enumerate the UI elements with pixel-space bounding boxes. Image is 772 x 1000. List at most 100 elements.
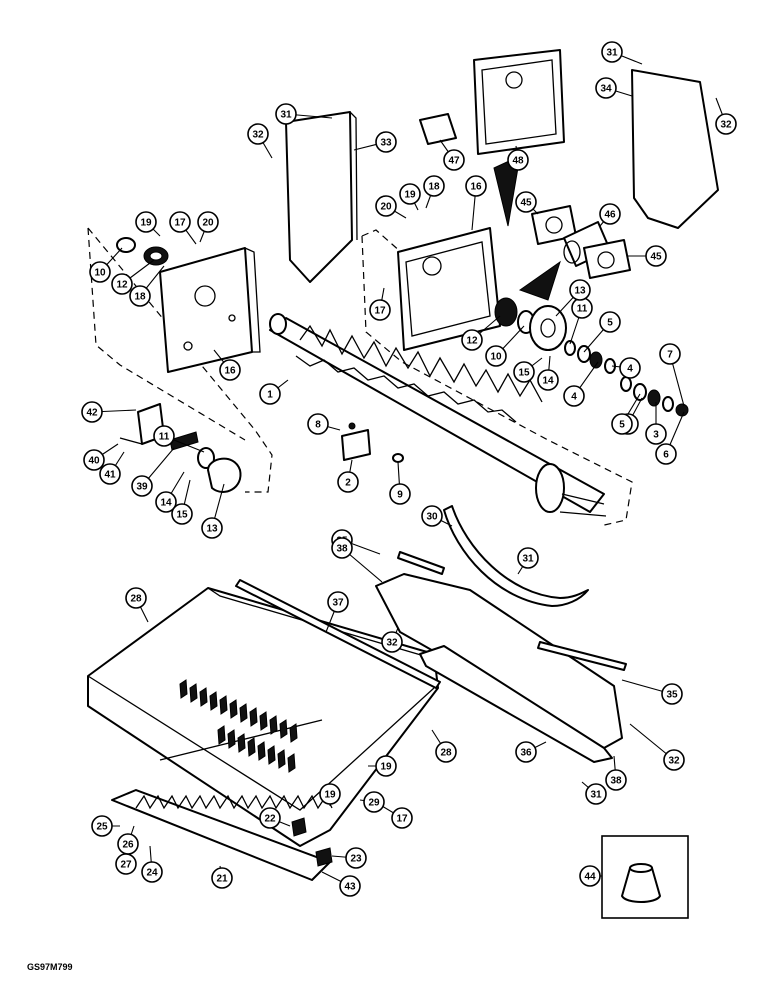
- washer-chain: [564, 340, 689, 417]
- callout-31: 31: [517, 547, 539, 569]
- callout-number: 26: [122, 840, 134, 851]
- callout-circle: [331, 537, 353, 559]
- callout-number: 30: [426, 512, 438, 523]
- callout-number: 43: [344, 882, 356, 893]
- callout-48: 48: [507, 149, 529, 171]
- callout-number: 46: [604, 210, 616, 221]
- callout-number: 5: [619, 420, 625, 431]
- callout-circle: [259, 383, 281, 405]
- figure-code: GS97M799: [27, 962, 73, 972]
- callout-circle: [171, 503, 193, 525]
- callout-circle: [435, 741, 457, 763]
- callout-number: 31: [280, 110, 292, 121]
- callout-number: 10: [94, 268, 106, 279]
- callout-number: 23: [350, 854, 362, 865]
- callout-2: 2: [337, 471, 359, 493]
- callout-number: 32: [668, 756, 680, 767]
- callout-number: 6: [663, 450, 669, 461]
- callout-25: 25: [91, 815, 113, 837]
- callout-22: 22: [259, 807, 281, 829]
- callout-number: 24: [146, 868, 158, 879]
- callout-circle: [485, 345, 507, 367]
- bearing-12-left-inner: [149, 251, 163, 261]
- callout-number: 17: [396, 814, 408, 825]
- callout-circle: [599, 203, 621, 225]
- sheet-hole: [183, 341, 193, 351]
- callout-circle: [599, 311, 621, 333]
- callout-circle: [337, 471, 359, 493]
- callout-18: 18: [423, 175, 445, 197]
- callout-number: 32: [386, 638, 398, 649]
- callout-4: 4: [619, 357, 641, 379]
- callout-circle: [585, 783, 607, 805]
- callout-number: 32: [252, 130, 264, 141]
- callout-28: 28: [435, 741, 457, 763]
- callout-number: 35: [666, 690, 678, 701]
- callout-number: 14: [542, 376, 554, 387]
- callout-number: 40: [88, 456, 100, 467]
- callout-circle: [375, 195, 397, 217]
- side-sheet-16-left: [159, 247, 253, 373]
- frame-48: [473, 49, 565, 155]
- bar-35-lower: [537, 641, 627, 671]
- callout-31: 31: [601, 41, 623, 63]
- callout-circle: [327, 591, 349, 613]
- callout-41: 41: [99, 463, 121, 485]
- frame-hole: [505, 71, 523, 89]
- callout-32: 32: [381, 631, 403, 653]
- side-sheet-16-left-edge: [244, 247, 261, 353]
- callout-circle: [211, 867, 233, 889]
- callout-circle: [399, 183, 421, 205]
- callout-47: 47: [443, 149, 465, 171]
- callout-number: 25: [96, 822, 108, 833]
- callout-17: 17: [391, 807, 413, 829]
- callout-4: 4: [563, 385, 585, 407]
- side-sheet-16-right-inner: [405, 241, 491, 337]
- callout-circle: [141, 861, 163, 883]
- callout-32: 32: [663, 749, 685, 771]
- hub-46-bore: [563, 240, 581, 264]
- callout-number: 19: [140, 218, 152, 229]
- callout-circle: [129, 285, 151, 307]
- wedge-arrow-2: [518, 260, 561, 301]
- callout-number: 4: [627, 364, 633, 375]
- callout-circle: [201, 517, 223, 539]
- callout-31: 31: [585, 783, 607, 805]
- block-22: [291, 817, 307, 837]
- callout-number: 32: [720, 120, 732, 131]
- callout-circle: [125, 587, 147, 609]
- callout-13: 13: [201, 517, 223, 539]
- callout-32: 32: [715, 113, 737, 135]
- callout-circle: [443, 149, 465, 171]
- callout-9: 9: [389, 483, 411, 505]
- strap-30: [443, 505, 589, 607]
- callout-number: 18: [134, 292, 146, 303]
- right-assembly-outline: [361, 229, 633, 527]
- callout-circle: [375, 755, 397, 777]
- callout-circle: [715, 113, 737, 135]
- callout-11: 11: [571, 297, 593, 319]
- callout-circle: [369, 299, 391, 321]
- callout-number: 28: [440, 748, 452, 759]
- housing-13-right-bore: [540, 318, 556, 338]
- callout-circle: [391, 807, 413, 829]
- callout-20: 20: [197, 211, 219, 233]
- callout-number: 38: [610, 776, 622, 787]
- callout-circle: [663, 749, 685, 771]
- callout-3: 3: [645, 423, 667, 445]
- callout-33: 33: [375, 131, 397, 153]
- callout-1: 1: [259, 383, 281, 405]
- cap-44: [621, 867, 661, 903]
- callout-20: 20: [375, 195, 397, 217]
- callout-circle: [507, 149, 529, 171]
- nut-9: [392, 453, 404, 463]
- callout-number: 15: [518, 368, 530, 379]
- callout-number: 3: [653, 430, 659, 441]
- callout-number: 16: [224, 366, 236, 377]
- callout-12: 12: [461, 329, 483, 351]
- callout-5: 5: [599, 311, 621, 333]
- sheet-hole: [228, 314, 236, 322]
- wedge-arrow: [493, 155, 521, 227]
- callout-circle: [655, 443, 677, 465]
- callout-number: 31: [606, 48, 618, 59]
